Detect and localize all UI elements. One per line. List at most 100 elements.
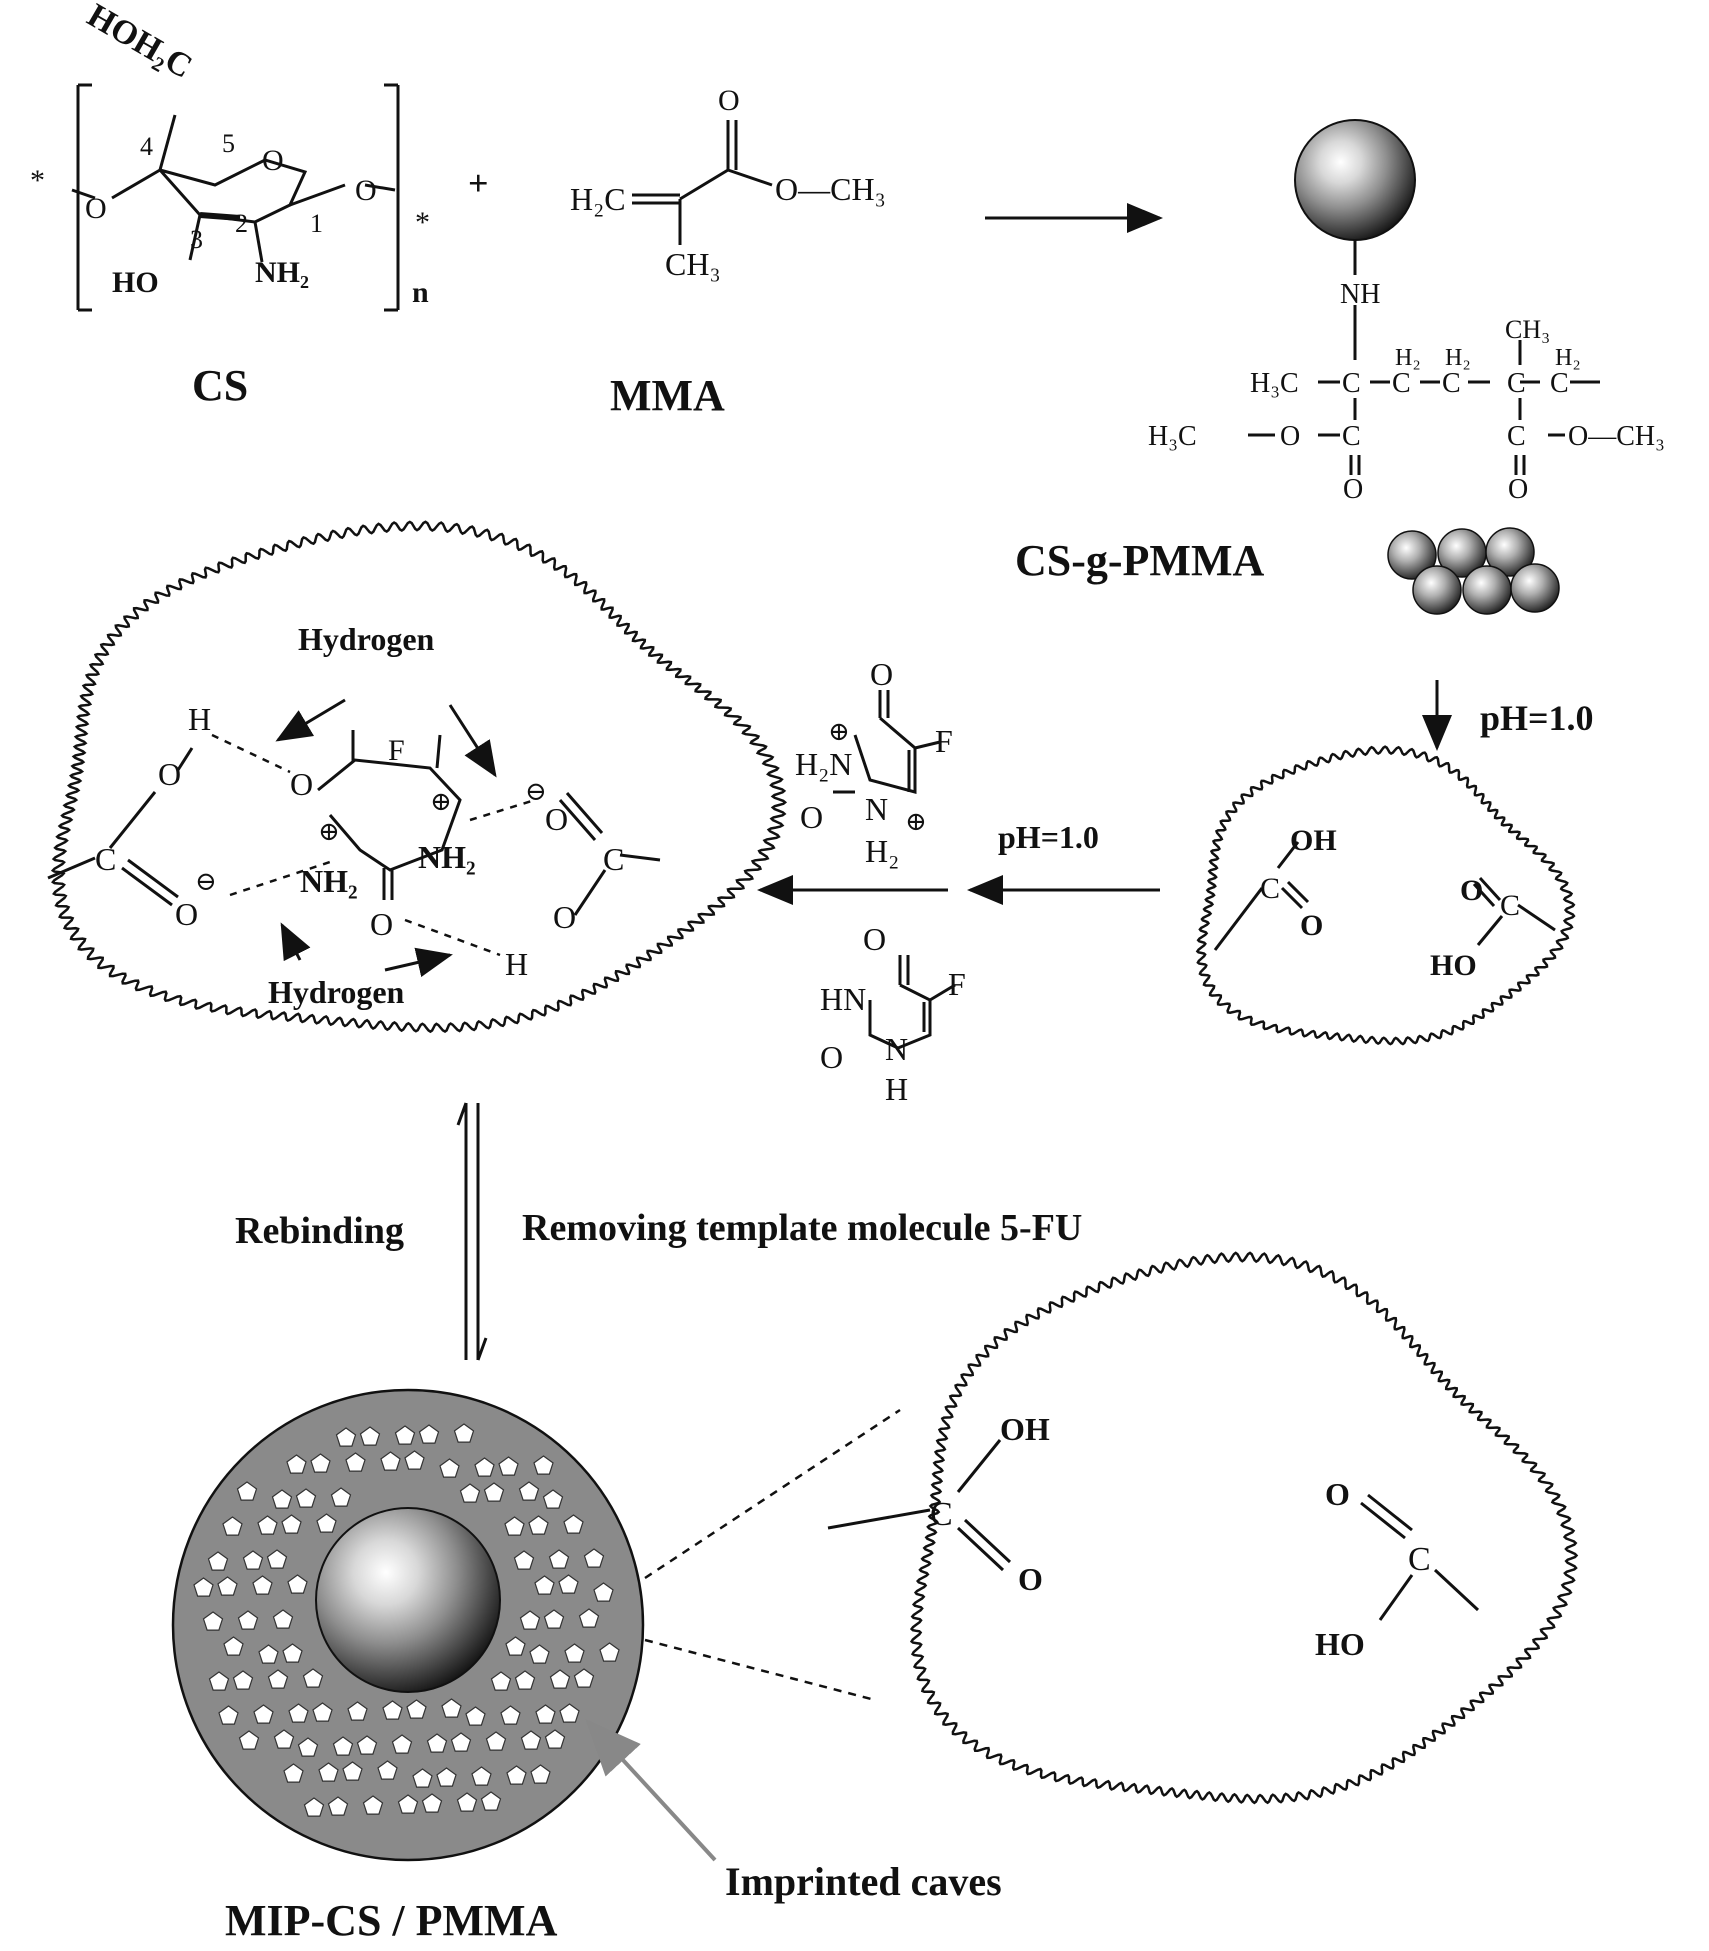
imprinted-cavity: [297, 1737, 319, 1757]
imprinted-cavity: [450, 1732, 472, 1752]
cs-locant-3: 3: [190, 225, 203, 254]
imprinted-cavity: [505, 1636, 526, 1656]
complex-c-right: C: [603, 841, 624, 877]
cs-g-pmma-label: CS-g-PMMA: [1015, 536, 1264, 585]
imprinted-cavity: [535, 1704, 556, 1724]
imprinted-cavity: [548, 1549, 570, 1569]
imprinted-cavity: [514, 1670, 536, 1690]
big-cave-groups: [827, 1439, 1480, 1621]
imprinted-cavity: [258, 1644, 279, 1664]
bracket-right: [384, 83, 400, 312]
imprinted-cavity: [316, 1513, 337, 1533]
small-cave-o-left: O: [1300, 909, 1323, 942]
equilibrium-arrows: [456, 1102, 488, 1361]
big-cave-o-left: O: [1018, 1561, 1043, 1597]
imprinted-cavity: [471, 1766, 492, 1786]
imprinted-cavity: [327, 1796, 349, 1816]
imprinted-cavity: [208, 1671, 230, 1691]
mma-ester: O—CH₃: [775, 171, 886, 207]
imprinted-cavity: [359, 1426, 381, 1446]
imprinted-cavity: [441, 1698, 462, 1718]
graft-h3c-o: H₃C: [1148, 421, 1197, 452]
graft-h2-b: H₂: [1445, 345, 1471, 371]
imprinted-cavity: [272, 1609, 294, 1629]
fu-n-o-left: O: [820, 1039, 843, 1075]
graft-ch3-top: CH₃: [1505, 315, 1550, 344]
cs-structure: [71, 83, 400, 312]
cs-locant-5: 5: [222, 129, 235, 158]
cs-star-left: *: [30, 164, 45, 197]
imprinted-cavity: [238, 1730, 260, 1750]
fu-n-o-top: O: [863, 921, 886, 957]
complex-o-ketone: O: [290, 766, 313, 802]
complex-cave: [50, 520, 788, 1034]
imprinted-cavity: [459, 1483, 481, 1503]
small-cave-c-left: C: [1260, 872, 1280, 905]
imprinted-cavity: [485, 1731, 507, 1751]
imprinted-cavity: [382, 1700, 403, 1720]
small-cave-o-right: O: [1460, 874, 1483, 907]
imprinted-cavity: [312, 1702, 333, 1722]
imprinted-cavity: [490, 1671, 512, 1691]
imprinted-caves-pointer: [585, 1719, 717, 1862]
imprinted-cavity: [303, 1797, 325, 1817]
hydrogen-label-bottom: Hydrogen: [268, 974, 405, 1010]
graft-c-g: C: [1507, 421, 1526, 452]
imprinted-cavity: [223, 1636, 244, 1656]
graft-structure: [1248, 240, 1600, 475]
cs-locant-2: 2: [235, 209, 248, 238]
cs-star-right: *: [415, 206, 430, 239]
complex-f: F: [388, 734, 405, 767]
complex-o-right-hydroxyl: O: [553, 899, 576, 935]
imprinted-cavity: [252, 1575, 273, 1595]
imprinted-cavity: [544, 1729, 566, 1749]
imprinted-cavity: [500, 1705, 521, 1725]
imprinted-cavity: [498, 1456, 519, 1476]
graft-carbonyl-right: O: [1508, 474, 1528, 505]
big-cave-ho: HO: [1315, 1626, 1365, 1662]
complex-o-hydroxyl: O: [158, 756, 181, 792]
complex-o-bottom: O: [370, 906, 393, 942]
imprinted-cavity: [559, 1703, 580, 1723]
imprinted-cavity: [519, 1610, 541, 1630]
imprinted-cavity: [578, 1608, 600, 1628]
ph-label-middle: pH=1.0: [998, 819, 1099, 855]
imprinted-cavity: [286, 1454, 307, 1474]
imprinted-cavity: [253, 1704, 274, 1724]
graft-h2-a: H₂: [1395, 345, 1421, 371]
imprinted-cavity: [362, 1795, 384, 1815]
big-cave: [909, 1251, 1579, 1805]
imprinted-cavity: [504, 1516, 525, 1536]
imprinted-cavity: [287, 1574, 308, 1594]
mma-methyl: CH₃: [665, 246, 721, 282]
big-cave-c-right: C: [1408, 1541, 1431, 1578]
imprinted-cavity: [193, 1577, 214, 1597]
imprinted-cavity: [529, 1644, 550, 1664]
c2-n-bond: [253, 221, 264, 263]
fu-n-h: H: [885, 1071, 908, 1107]
c3-oh-bond: [188, 214, 202, 261]
graft-c-a: C: [1342, 368, 1361, 399]
mma-structure: [632, 120, 773, 245]
imprinted-cavity: [267, 1669, 289, 1689]
fu-p-n: N: [865, 791, 888, 827]
ph-label-right: pH=1.0: [1480, 698, 1594, 738]
imprinted-cavity: [273, 1729, 295, 1749]
imprinted-cavity: [404, 1450, 425, 1470]
fu-p-plus1: ⊕: [828, 717, 850, 746]
cs-label: CS: [192, 361, 248, 410]
imprinted-cavity: [456, 1792, 478, 1812]
c6-bond: [158, 114, 177, 171]
removing-template-label: Removing template molecule 5-FU: [522, 1207, 1082, 1249]
imprinted-cavity: [418, 1424, 440, 1444]
small-cave: [1195, 745, 1576, 1046]
imprinted-cavity: [563, 1514, 584, 1534]
imprinted-cavity: [599, 1642, 620, 1662]
complex-h-bottom: H: [505, 946, 528, 982]
imprinted-cavity: [394, 1425, 416, 1445]
big-cave-oh: OH: [1000, 1411, 1050, 1447]
zoom-lines: [644, 1408, 901, 1702]
fu-n-n: N: [885, 1031, 908, 1067]
graft-c-e: C: [1550, 368, 1569, 399]
